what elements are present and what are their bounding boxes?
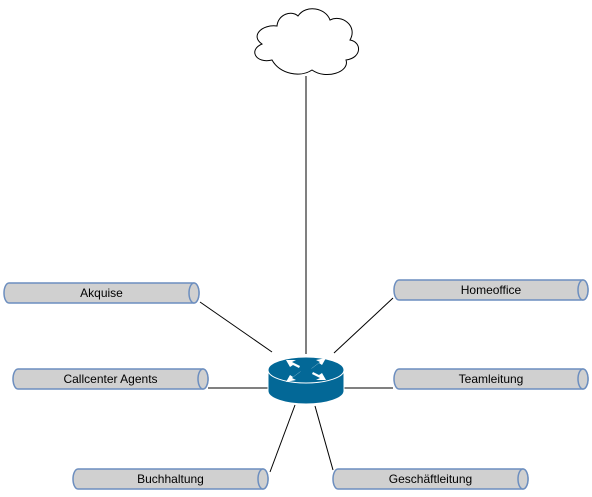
cloud-icon[interactable]: [254, 8, 359, 75]
line-homeoffice-router[interactable]: [333, 297, 394, 354]
connector-lines: [199, 76, 394, 473]
pipe-end-cap: [517, 468, 529, 490]
pipe-end-cap: [577, 368, 589, 390]
pipe-end-cap: [188, 282, 200, 304]
router-arrows-icon: [286, 358, 326, 382]
line-geschaeftsleitung-router[interactable]: [314, 405, 334, 471]
segment-teamleitung[interactable]: Teamleitung: [393, 368, 589, 390]
segment-homeoffice[interactable]: Homeoffice: [393, 279, 589, 301]
line-akquise-router[interactable]: [199, 301, 273, 353]
pipe-end-cap: [197, 368, 209, 390]
router-icon[interactable]: [267, 356, 345, 405]
segment-label: Teamleitung: [459, 372, 524, 386]
segment-label: Akquise: [80, 286, 123, 300]
segment-callcenter-agents[interactable]: Callcenter Agents: [12, 368, 209, 390]
segment-buchhaltung[interactable]: Buchhaltung: [72, 468, 269, 490]
pipe-end-cap: [577, 279, 589, 301]
segment-label: Homeoffice: [461, 283, 522, 297]
segment-akquise[interactable]: Akquise: [3, 282, 200, 304]
pipe-end-cap: [257, 468, 269, 490]
line-buchhaltung-router[interactable]: [269, 404, 296, 473]
segment-label: Buchhaltung: [137, 472, 204, 486]
segment-geschaeftsleitung[interactable]: Geschäftleitung: [332, 468, 529, 490]
segment-label: Geschäftleitung: [389, 472, 472, 486]
segment-label: Callcenter Agents: [63, 372, 157, 386]
